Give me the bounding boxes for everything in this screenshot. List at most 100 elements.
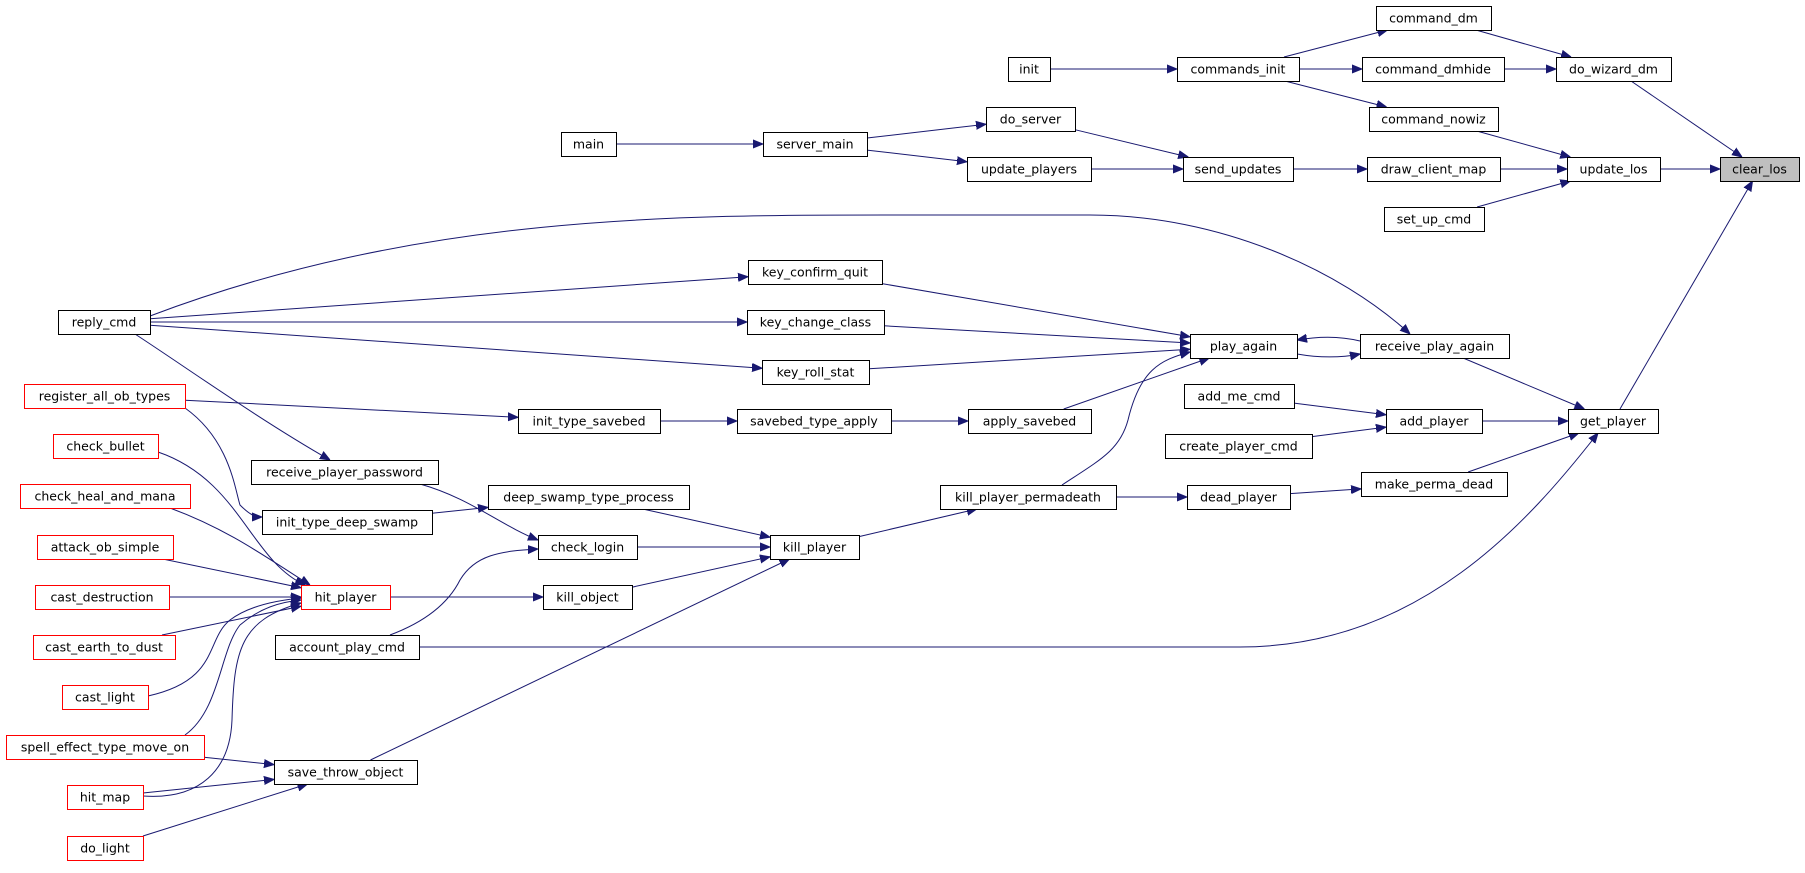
node-key_roll_stat[interactable]: key_roll_stat — [762, 360, 870, 385]
edge-hit_map-to-hit_player — [142, 603, 301, 797]
edge-commands_init-to-command_dm — [1283, 30, 1388, 58]
node-server_main[interactable]: server_main — [763, 132, 868, 157]
node-add_me_cmd[interactable]: add_me_cmd — [1184, 384, 1295, 409]
node-box-key_confirm_quit — [748, 260, 883, 285]
node-cast_light[interactable]: cast_light — [62, 685, 149, 710]
edge-check_heal_and_mana-to-hit_player — [169, 507, 310, 585]
node-make_perma_dead[interactable]: make_perma_dead — [1361, 472, 1508, 497]
node-update_los[interactable]: update_los — [1567, 157, 1661, 182]
node-dead_player[interactable]: dead_player — [1187, 485, 1291, 510]
edge-make_perma_dead-to-get_player — [1467, 433, 1579, 473]
edge-receive_play_again-to-play_again — [1297, 337, 1361, 341]
node-label-key_confirm_quit: key_confirm_quit — [762, 265, 868, 280]
node-set_up_cmd[interactable]: set_up_cmd — [1384, 207, 1485, 232]
node-label-save_throw_object: save_throw_object — [288, 765, 404, 780]
node-box-cast_light — [62, 685, 149, 710]
node-init[interactable]: init — [1008, 57, 1051, 82]
edge-get_player-to-clear_los — [1619, 181, 1753, 410]
node-label-command_nowiz: command_nowiz — [1381, 112, 1486, 127]
node-key_change_class[interactable]: key_change_class — [747, 310, 885, 335]
node-kill_player_permadeath[interactable]: kill_player_permadeath — [940, 485, 1117, 510]
node-box-cast_earth_to_dust — [33, 635, 176, 660]
edge-spell_effect_type_move_on-to-hit_player — [184, 600, 301, 736]
node-do_server[interactable]: do_server — [986, 107, 1076, 132]
node-box-cast_destruction — [35, 585, 170, 610]
node-add_player[interactable]: add_player — [1386, 409, 1483, 434]
node-box-command_dm — [1376, 6, 1492, 31]
edge-apply_savebed-to-play_again — [1063, 358, 1210, 410]
node-label-get_player: get_player — [1580, 414, 1647, 429]
edge-kill_player-to-kill_player_permadeath — [858, 509, 977, 538]
node-do_light[interactable]: do_light — [67, 836, 144, 861]
node-command_dm[interactable]: command_dm — [1376, 6, 1492, 31]
node-box-hit_map — [67, 785, 144, 810]
node-label-savebed_type_apply: savebed_type_apply — [750, 414, 878, 429]
node-main[interactable]: main — [561, 132, 617, 157]
node-key_confirm_quit[interactable]: key_confirm_quit — [748, 260, 883, 285]
node-draw_client_map[interactable]: draw_client_map — [1367, 157, 1501, 182]
node-commands_init[interactable]: commands_init — [1177, 57, 1300, 82]
node-savebed_type_apply[interactable]: savebed_type_apply — [737, 409, 892, 434]
node-check_bullet[interactable]: check_bullet — [53, 434, 159, 459]
node-box-add_me_cmd — [1184, 384, 1295, 409]
node-account_play_cmd[interactable]: account_play_cmd — [275, 635, 420, 660]
node-label-hit_player: hit_player — [315, 590, 378, 605]
node-kill_object[interactable]: kill_object — [543, 585, 633, 610]
node-clear_los[interactable]: clear_los — [1720, 157, 1800, 182]
node-label-key_roll_stat: key_roll_stat — [777, 365, 855, 380]
edge-play_again-to-receive_play_again — [1296, 354, 1360, 357]
node-init_type_deep_swamp[interactable]: init_type_deep_swamp — [262, 510, 433, 535]
node-label-make_perma_dead: make_perma_dead — [1375, 477, 1493, 492]
node-box-do_server — [986, 107, 1076, 132]
node-reply_cmd[interactable]: reply_cmd — [58, 310, 151, 335]
node-box-set_up_cmd — [1384, 207, 1485, 232]
edge-reply_cmd-to-receive_player_password — [134, 333, 330, 460]
node-attack_ob_simple[interactable]: attack_ob_simple — [37, 535, 174, 560]
node-hit_map[interactable]: hit_map — [67, 785, 144, 810]
node-apply_savebed[interactable]: apply_savebed — [968, 409, 1092, 434]
node-label-check_bullet: check_bullet — [66, 439, 144, 454]
node-box-get_player — [1568, 409, 1659, 434]
node-create_player_cmd[interactable]: create_player_cmd — [1165, 434, 1313, 459]
node-label-command_dm: command_dm — [1389, 11, 1478, 26]
node-label-reply_cmd: reply_cmd — [72, 315, 137, 330]
node-init_type_savebed[interactable]: init_type_savebed — [518, 409, 661, 434]
node-label-check_login: check_login — [551, 540, 624, 555]
node-box-update_players — [967, 157, 1092, 182]
node-box-save_throw_object — [274, 760, 418, 785]
node-update_players[interactable]: update_players — [967, 157, 1092, 182]
node-box-savebed_type_apply — [737, 409, 892, 434]
node-play_again[interactable]: play_again — [1190, 334, 1298, 359]
node-check_heal_and_mana[interactable]: check_heal_and_mana — [20, 484, 191, 509]
edge-check_bullet-to-hit_player — [157, 451, 305, 585]
node-box-check_bullet — [53, 434, 159, 459]
node-label-receive_play_again: receive_play_again — [1375, 339, 1494, 354]
node-box-kill_player_permadeath — [940, 485, 1117, 510]
edge-save_throw_object-to-kill_player — [370, 559, 790, 761]
node-label-dead_player: dead_player — [1200, 490, 1278, 505]
node-label-do_light: do_light — [80, 841, 130, 856]
node-get_player[interactable]: get_player — [1568, 409, 1659, 434]
node-do_wizard_dm[interactable]: do_wizard_dm — [1556, 57, 1672, 82]
node-cast_earth_to_dust[interactable]: cast_earth_to_dust — [33, 635, 176, 660]
node-label-init: init — [1019, 62, 1039, 77]
edge-key_change_class-to-play_again — [883, 325, 1190, 343]
node-receive_play_again[interactable]: receive_play_again — [1360, 334, 1510, 359]
node-label-init_type_deep_swamp: init_type_deep_swamp — [276, 515, 418, 530]
node-receive_player_password[interactable]: receive_player_password — [251, 460, 439, 485]
node-kill_player[interactable]: kill_player — [770, 535, 860, 560]
node-send_updates[interactable]: send_updates — [1183, 157, 1294, 182]
edge-key_confirm_quit-to-play_again — [881, 283, 1190, 337]
node-command_dmhide[interactable]: command_dmhide — [1362, 57, 1505, 82]
node-label-update_players: update_players — [981, 162, 1077, 177]
node-cast_destruction[interactable]: cast_destruction — [35, 585, 170, 610]
node-command_nowiz[interactable]: command_nowiz — [1369, 107, 1499, 132]
node-save_throw_object[interactable]: save_throw_object — [274, 760, 418, 785]
node-check_login[interactable]: check_login — [538, 535, 638, 560]
node-hit_player[interactable]: hit_player — [301, 585, 391, 610]
node-label-create_player_cmd: create_player_cmd — [1179, 439, 1297, 454]
edge-reply_cmd-to-receive_play_again — [149, 214, 1410, 334]
node-deep_swamp_type_process[interactable]: deep_swamp_type_process — [488, 485, 690, 510]
node-register_all_ob_types[interactable]: register_all_ob_types — [24, 384, 186, 409]
node-spell_effect_type_move_on[interactable]: spell_effect_type_move_on — [6, 735, 205, 760]
